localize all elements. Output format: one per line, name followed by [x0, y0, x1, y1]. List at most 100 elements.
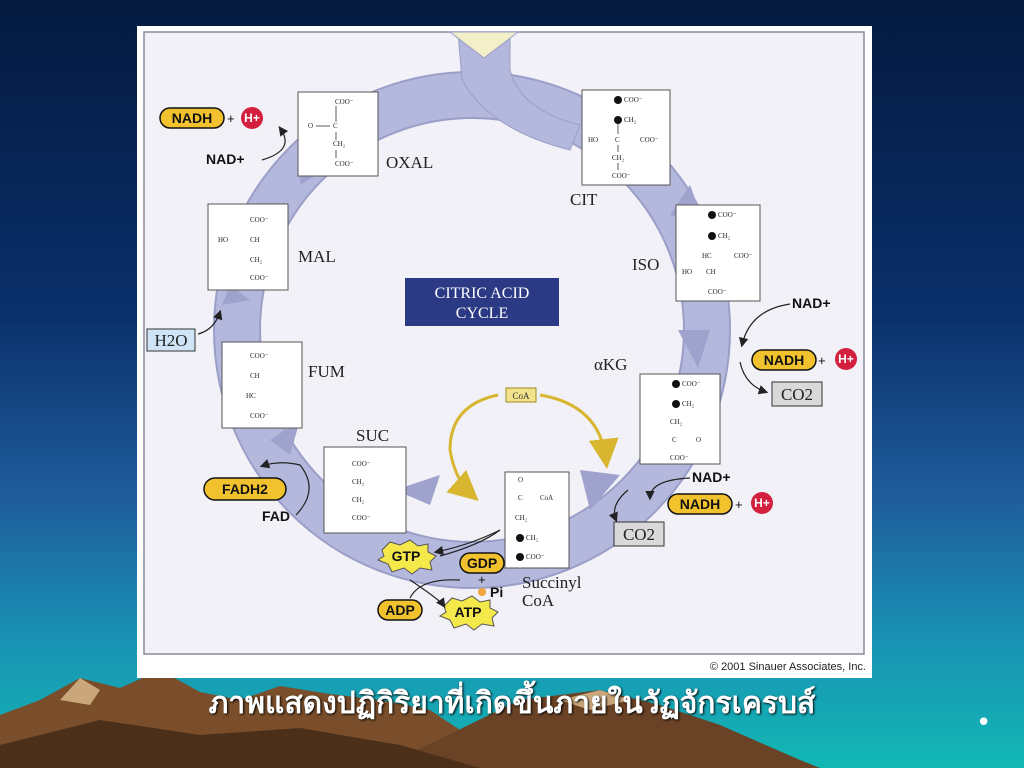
label-succinyl: Succinyl: [522, 573, 582, 592]
svg-text:H+: H+: [244, 111, 260, 125]
mountain-landscape: [0, 670, 820, 768]
svg-text:CO2: CO2: [623, 525, 655, 544]
svg-text:CO2: CO2: [781, 385, 813, 404]
label-mal: MAL: [298, 247, 336, 266]
molecule-box-iso: COO⁻ CH₂ HC COO⁻ HO CH COO⁻: [675, 204, 761, 302]
molecule-box-succinyl-coa: O C CoA CH₂ CH₂ COO⁻: [504, 471, 570, 569]
svg-text:NADH: NADH: [172, 110, 212, 126]
svg-text:NAD+: NAD+: [692, 469, 731, 485]
svg-text:COO⁻: COO⁻: [250, 352, 269, 360]
label-cit: CIT: [570, 190, 598, 209]
svg-text:COO⁻: COO⁻: [250, 274, 269, 282]
svg-text:COO⁻: COO⁻: [718, 211, 737, 219]
svg-text:NAD+: NAD+: [792, 295, 831, 311]
svg-text:CH₂: CH₂: [624, 116, 637, 124]
svg-text:COO⁻: COO⁻: [708, 288, 727, 296]
svg-text:CH₂: CH₂: [612, 154, 625, 162]
svg-text:COO⁻: COO⁻: [670, 454, 689, 462]
svg-text:+: +: [735, 497, 743, 512]
svg-text:C: C: [518, 494, 523, 502]
cofactor-h2o: H2O: [146, 309, 223, 352]
svg-text:CH: CH: [706, 268, 716, 276]
svg-text:COO⁻: COO⁻: [640, 136, 659, 144]
svg-text:COO⁻: COO⁻: [352, 514, 371, 522]
svg-text:O: O: [696, 436, 701, 444]
svg-text:O: O: [308, 122, 313, 130]
svg-text:HO: HO: [218, 236, 228, 244]
svg-text:+: +: [818, 353, 826, 368]
cofactor-fadh2: FADH2 FAD: [203, 459, 310, 524]
svg-text:CH₂: CH₂: [250, 256, 263, 264]
cofactor-nadh-akg: NAD+ NADH + H+ CO2: [608, 469, 773, 547]
svg-text:CH: CH: [250, 372, 260, 380]
molecule-box-fum: COO⁻ CH HC COO⁻: [221, 341, 303, 429]
svg-text:HO: HO: [682, 268, 692, 276]
molecule-box-mal: COO⁻ HO CH CH₂ COO⁻: [207, 203, 289, 291]
entry-arrow-top: [448, 31, 520, 59]
label-akg: αKG: [594, 355, 627, 374]
svg-text:CH₂: CH₂: [352, 496, 365, 504]
svg-text:CH₂: CH₂: [333, 140, 346, 148]
svg-text:H+: H+: [838, 352, 854, 366]
svg-text:COO⁻: COO⁻: [335, 98, 354, 106]
svg-text:HC: HC: [702, 252, 712, 260]
svg-text:COO⁻: COO⁻: [250, 412, 269, 420]
svg-text:COO⁻: COO⁻: [352, 460, 371, 468]
slide-caption: ภาพแสดงปฏิกิริยาที่เกิดขึ้นภายในวัฏจักรเ…: [208, 686, 816, 721]
svg-text:+: +: [478, 572, 486, 587]
ring-arrowhead-akg: [678, 330, 710, 368]
svg-text:NADH: NADH: [680, 496, 720, 512]
svg-text:COO⁻: COO⁻: [335, 160, 354, 168]
svg-text:COO⁻: COO⁻: [734, 252, 753, 260]
svg-text:H2O: H2O: [154, 331, 187, 350]
svg-text:CoA: CoA: [512, 391, 530, 401]
label-fum: FUM: [308, 362, 345, 381]
cycle-title-line1: CITRIC ACID: [435, 285, 530, 302]
coa-cycle-arrows: CoA: [446, 387, 619, 501]
cofactor-nadh-iso: NAD+ NADH + H+ CO2: [738, 295, 857, 407]
svg-text:FAD: FAD: [262, 508, 290, 524]
ring-arrowhead-succ: [580, 470, 620, 510]
svg-text:CH₂: CH₂: [682, 400, 695, 408]
svg-text:FADH2: FADH2: [222, 481, 268, 497]
svg-text:CH: CH: [250, 236, 260, 244]
svg-text:H+: H+: [754, 496, 770, 510]
svg-text:COO⁻: COO⁻: [682, 380, 701, 388]
molecule-box-akg: COO⁻ CH₂ CH₂ C O COO⁻: [639, 373, 721, 465]
svg-text:C: C: [672, 436, 677, 444]
svg-text:COO⁻: COO⁻: [250, 216, 269, 224]
svg-text:HC: HC: [246, 392, 256, 400]
cycle-title-line2: CYCLE: [456, 305, 508, 322]
svg-text:NADH: NADH: [764, 352, 804, 368]
label-iso: ISO: [632, 255, 659, 274]
cofactor-gtp-atp: GTP GDP + Pi ADP ATP: [376, 529, 505, 631]
svg-text:+: +: [227, 111, 235, 126]
cycle-title-box: CITRIC ACID CYCLE: [405, 278, 559, 326]
svg-text:Pi: Pi: [490, 584, 503, 600]
svg-text:CH₂: CH₂: [526, 534, 539, 542]
ring-arrowhead-fum: [270, 420, 300, 455]
copyright-text: © 2001 Sinauer Associates, Inc.: [710, 661, 866, 673]
svg-text:COO⁻: COO⁻: [624, 96, 643, 104]
svg-text:CH₂: CH₂: [352, 478, 365, 486]
svg-text:ATP: ATP: [455, 604, 482, 620]
svg-text:O: O: [518, 476, 523, 484]
svg-text:GDP: GDP: [467, 555, 497, 571]
label-oxal: OXAL: [386, 153, 433, 172]
svg-text:C: C: [615, 136, 620, 144]
acetyl-entry-arrow: [457, 31, 581, 151]
label-suc: SUC: [356, 426, 389, 445]
svg-text:GTP: GTP: [392, 548, 421, 564]
svg-text:ADP: ADP: [385, 602, 415, 618]
citric-acid-cycle-diagram: CITRIC ACID CYCLE COO⁻ O C CH₂ COO⁻ COO⁻…: [137, 26, 872, 678]
molecule-box-oxal: COO⁻ O C CH₂ COO⁻: [297, 91, 379, 177]
molecule-box-cit: COO⁻ CH₂ HO C COO⁻ CH₂ COO⁻: [581, 89, 671, 186]
svg-text:CH₂: CH₂: [515, 514, 528, 522]
ring-arrowhead-suc: [395, 475, 440, 505]
molecule-box-suc: COO⁻ CH₂ CH₂ COO⁻: [323, 446, 407, 534]
nad-plus-oxal: NAD+: [206, 151, 245, 167]
svg-text:HO: HO: [588, 136, 598, 144]
svg-text:CH₂: CH₂: [670, 418, 683, 426]
svg-text:CH₂: CH₂: [718, 232, 731, 240]
